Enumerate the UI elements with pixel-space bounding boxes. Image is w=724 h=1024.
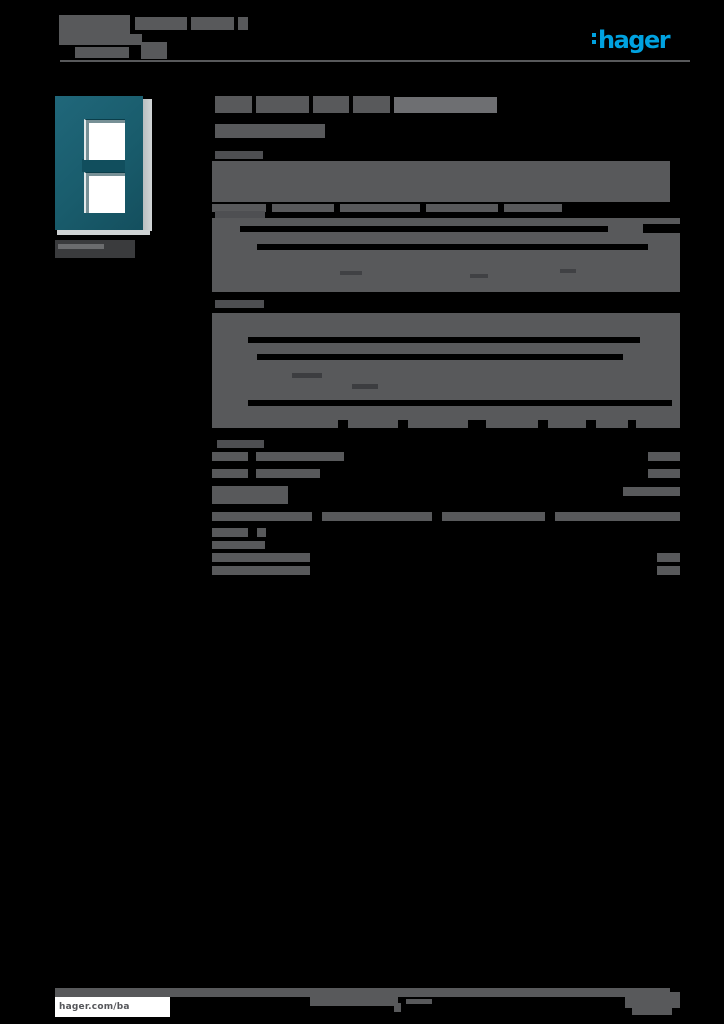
frame-window-bottom (84, 172, 125, 213)
section-label (217, 440, 264, 448)
spec-row-value (648, 452, 680, 461)
spec-lastline (486, 420, 538, 428)
footer-rule (55, 988, 670, 997)
header-word (130, 34, 142, 45)
product-image (55, 96, 155, 240)
spec-row-label (256, 469, 320, 478)
row-gap (248, 337, 640, 343)
image-caption (55, 240, 135, 258)
spec-row-label (212, 528, 248, 537)
texture-gap (470, 274, 488, 278)
row-gap (432, 512, 442, 521)
row-gap (240, 226, 608, 232)
title-word (256, 96, 309, 113)
spec-row-long (212, 512, 680, 521)
frame-front-face (55, 96, 143, 230)
title-word (313, 96, 349, 113)
texture-gap (340, 271, 362, 275)
texture-gap (292, 373, 322, 378)
footer-center-text (310, 997, 398, 1006)
header-subline (75, 47, 129, 58)
frame-side-edge (143, 99, 152, 231)
spec-row-label (212, 469, 248, 478)
footer-url-box: hager.com/ba (55, 997, 170, 1017)
description-block (212, 161, 670, 202)
spec-row-label (256, 452, 344, 461)
row-gap (643, 224, 680, 233)
logo-wordmark: hager (598, 26, 671, 54)
title-word (353, 96, 390, 113)
header-word (135, 17, 187, 30)
footer-center-text (394, 1003, 401, 1012)
footer-right-text (625, 992, 680, 1008)
spec-row-label (212, 541, 265, 549)
frame-bottom-edge (57, 230, 150, 235)
spec-row-label (212, 452, 248, 461)
row-gap (545, 512, 555, 521)
footer-right-text (632, 1008, 672, 1015)
footer-center-dash (406, 999, 432, 1004)
section-label (215, 151, 263, 159)
title-tail (394, 97, 497, 113)
spec-row-label (212, 553, 310, 562)
spec-lastline (596, 420, 628, 428)
description-lastline (340, 204, 420, 212)
texture-gap (352, 384, 378, 389)
hager-logo: hager (592, 26, 671, 54)
spec-row-value (657, 566, 680, 575)
description-lastline (504, 204, 562, 212)
spec-lastline (548, 420, 586, 428)
header-subline (141, 42, 167, 59)
description-lastline (212, 204, 266, 212)
row-gap (257, 244, 648, 250)
spec-row-value (623, 487, 680, 496)
frame-window-top (84, 119, 125, 160)
spec-row-label (212, 486, 288, 504)
header-divider (60, 60, 690, 62)
section-label (215, 300, 264, 308)
spec-row-label (212, 566, 310, 575)
logo-colon-icon (592, 33, 596, 47)
header-word (238, 17, 248, 30)
subtitle (215, 124, 325, 138)
description-lastline (272, 204, 334, 212)
footer-url[interactable]: hager.com/ba (59, 1002, 130, 1012)
spec-lastline (212, 420, 338, 428)
spec-lastline (636, 420, 680, 428)
image-caption-text (58, 244, 104, 249)
spec-row-value (657, 553, 680, 562)
header-ref-block (59, 15, 130, 45)
spec-row-label (257, 528, 266, 537)
row-gap (257, 354, 623, 360)
row-gap (248, 400, 672, 406)
section-label (215, 211, 265, 219)
title-word (215, 96, 252, 113)
texture-gap (560, 269, 576, 273)
spec-row-value (648, 469, 680, 478)
frame-center-band (82, 159, 125, 172)
description-lastline (426, 204, 498, 212)
spec-lastline (348, 420, 398, 428)
row-gap (312, 512, 322, 521)
header-word (191, 17, 234, 30)
spec-lastline (408, 420, 468, 428)
